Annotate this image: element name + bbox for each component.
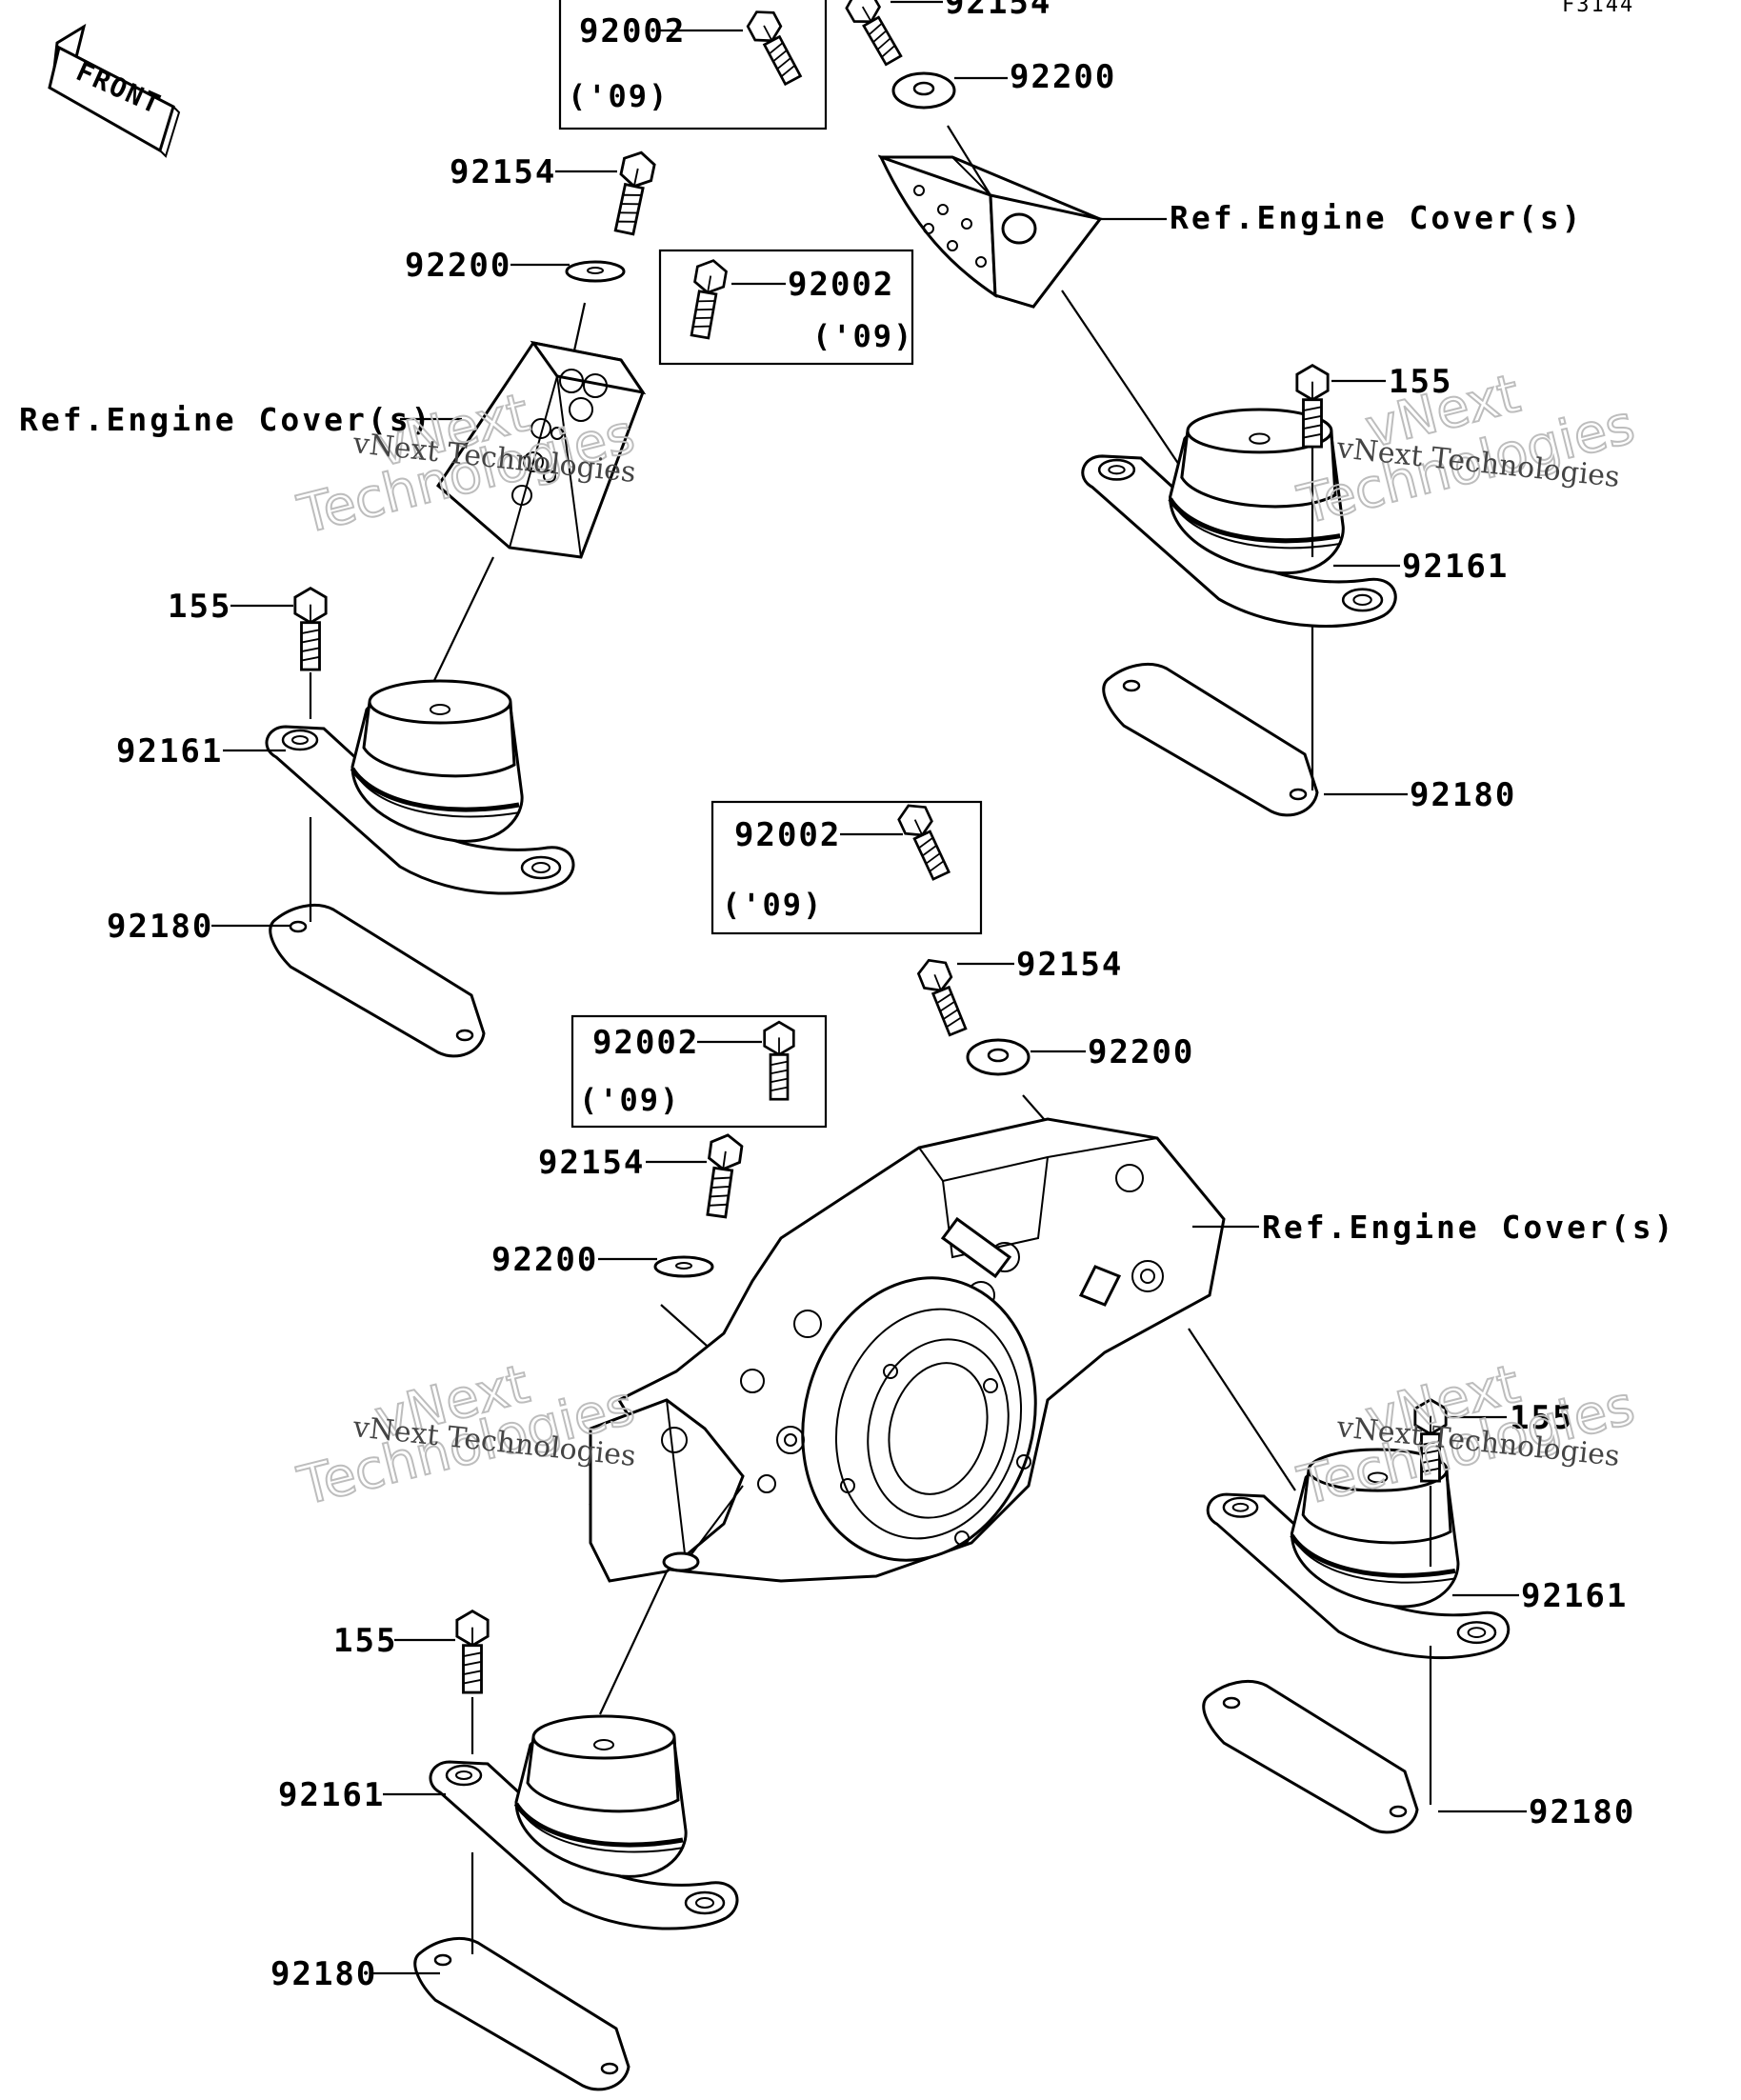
bolt-155-lower-left-icon [455,1610,490,1694]
washer-92200-mid-icon [966,1038,1031,1076]
label-92154-top: 92154 [945,0,1051,22]
label-92002-top: 92002 [579,12,686,50]
plate-92180-upper-left [269,903,486,1058]
label-92154-mid: 92154 [1016,946,1123,984]
label-92002-upper-mid: 92002 [788,266,894,304]
box-92002-upper-mid [658,249,914,366]
label-92200-mid: 92200 [1088,1033,1194,1071]
year-note-lower: ('09) [579,1082,680,1118]
label-155-lower-right: 155 [1510,1399,1573,1437]
engine-mount-upper-left [267,681,573,893]
bolt-155-upper-left-icon [293,587,328,671]
label-92161-upper-right: 92161 [1402,548,1509,586]
bolt-92154-upper-left-icon [608,148,658,237]
year-note-upper-mid: ('09) [812,318,913,354]
label-92154-lower: 92154 [538,1144,645,1182]
box-92002-mid [710,800,983,935]
engine-bracket-right [877,154,1103,309]
washer-92200-upper-left-icon [565,260,626,283]
washer-92200-top-icon [891,71,956,110]
label-92180-lower-right: 92180 [1529,1793,1635,1831]
engine-mount-lower-left [430,1716,737,1929]
watermark-lower-left: vNext Technologies vNext Technologies [291,1352,642,1519]
plate-92180-lower-right [1202,1679,1419,1834]
label-155-upper-left: 155 [168,588,231,626]
label-92200-top: 92200 [1010,58,1116,96]
bolt-92002-lower-icon [763,1020,795,1101]
ref-engine-cover-center: Ref.Engine Cover(s) [1262,1209,1676,1246]
box-92002-top [558,0,828,130]
label-92200-upper-left: 92200 [405,247,511,285]
watermark-upper-right: vNext Technologies vNext Technologies [1291,362,1642,538]
year-note-top: ('09) [568,78,669,114]
watermark-lower-right: vNext Technologies vNext Technologies [1291,1352,1642,1519]
ref-engine-cover-right: Ref.Engine Cover(s) [1170,199,1584,236]
bolt-92002-top-icon [742,4,808,89]
year-note-mid: ('09) [722,887,823,923]
label-92200-lower: 92200 [491,1241,598,1279]
label-92161-upper-left: 92161 [116,732,223,770]
label-92161-lower-right: 92161 [1521,1577,1628,1615]
plate-92180-lower-left [413,1936,630,2091]
label-155-upper-right: 155 [1389,363,1452,401]
plate-92180-upper-right [1102,662,1319,817]
washer-92200-lower-icon [653,1255,714,1278]
label-92002-lower: 92002 [592,1024,699,1062]
label-155-lower-left: 155 [333,1622,397,1660]
bolt-92154-lower-icon [699,1131,745,1220]
engine-cover [589,1117,1226,1583]
bolt-92002-upper-mid-icon [684,256,730,341]
diagram-code: F3144 [1562,0,1634,17]
label-92002-mid: 92002 [734,816,841,854]
bolt-92154-mid-icon [913,953,973,1039]
engine-bracket-left [436,340,647,559]
label-92180-upper-right: 92180 [1410,776,1516,814]
label-92180-lower-left: 92180 [270,1955,377,1993]
bolt-92002-mid-icon [893,798,956,884]
front-arrow-icon: FRONT [48,23,181,158]
label-92180-upper-left: 92180 [107,908,213,946]
bolt-92154-top-icon [840,0,908,70]
label-92161-lower-left: 92161 [278,1776,385,1814]
box-92002-lower [570,1014,828,1129]
label-92154-upper-left: 92154 [450,153,556,191]
ref-engine-cover-left: Ref.Engine Cover(s) [19,401,433,438]
